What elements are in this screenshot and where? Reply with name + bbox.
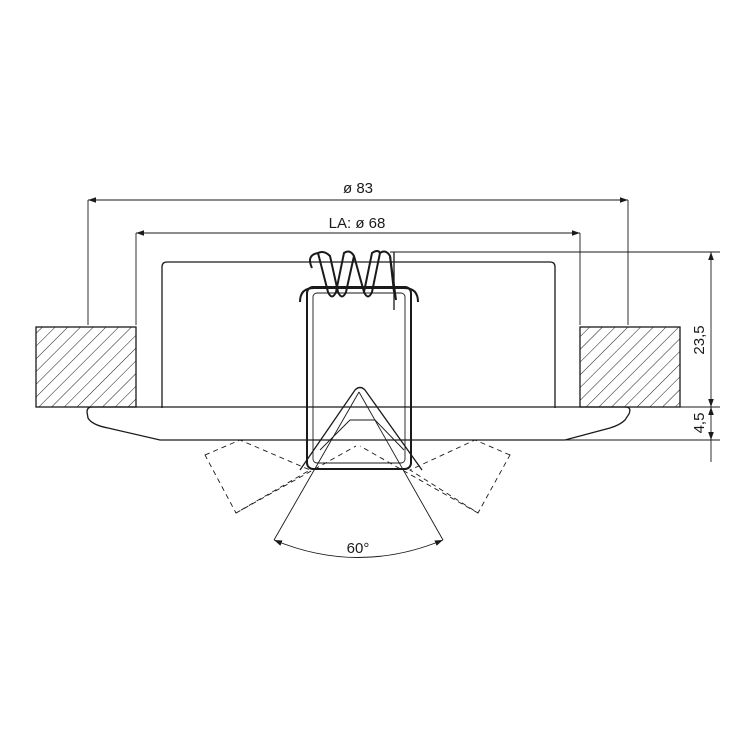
cutout-diameter-label: LA: ø 68	[329, 215, 386, 232]
tilt-outline-right-link	[359, 445, 479, 514]
dim-tilt-angle: 60°	[273, 391, 444, 558]
housing-body	[161, 261, 556, 408]
dim-outer-diameter: ø 83	[87, 180, 629, 325]
dim-cutout-diameter: LA: ø 68	[135, 215, 581, 325]
tilt-angle-label: 60°	[347, 540, 370, 557]
height-below-label: 4,5	[691, 413, 708, 434]
trim-flange	[86, 406, 631, 441]
spring-coil	[309, 250, 397, 310]
lamp-cone	[299, 386, 423, 471]
outer-diameter-label: ø 83	[343, 180, 373, 197]
dim-heights: 23,5 4,5	[390, 251, 720, 462]
tilt-outline-left	[204, 439, 312, 514]
height-above-label: 23,5	[691, 325, 708, 354]
lamp-cone-inner	[319, 419, 405, 451]
ceiling-section-right	[579, 326, 681, 408]
tilt-outline-left-link	[235, 445, 357, 514]
spring-clip	[299, 286, 419, 470]
tilt-outline-right	[409, 439, 511, 514]
ceiling-section-left	[35, 326, 137, 408]
